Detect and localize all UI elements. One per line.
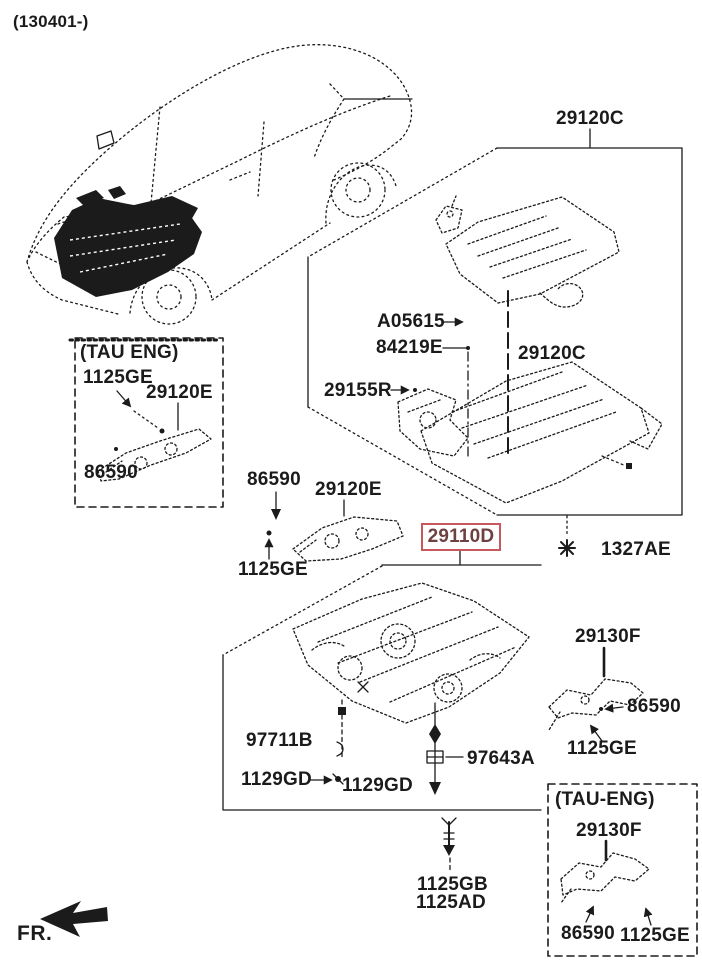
part-label-29120c-top: 29120C: [556, 108, 624, 129]
part-label-1125ge-mid: 1125GE: [238, 559, 308, 580]
part-label-29130f-right: 29130F: [575, 626, 641, 647]
skid-plate-upper: [435, 195, 620, 308]
revision-code: (130401-): [13, 12, 89, 31]
vehicle-illustration: [26, 44, 413, 342]
under-cover-illustration: [292, 582, 530, 724]
side-cover-right: [548, 646, 644, 742]
front-marker-label: FR.: [17, 922, 53, 945]
part-label-84219e: 84219E: [376, 337, 443, 358]
main-cover-box: [222, 550, 542, 811]
part-label-29130f-tau-right: 29130F: [576, 820, 642, 841]
asterisk-icon: [558, 539, 576, 557]
part-label-86590-mid: 86590: [247, 469, 301, 490]
selected-part-callout-29110d[interactable]: 29110D: [421, 523, 501, 551]
part-label-29120e-mid: 29120E: [315, 479, 382, 500]
part-label-97711b: 97711B: [246, 730, 313, 751]
front-direction-arrow-icon: [40, 901, 108, 937]
part-label-1125ge-tau-left: 1125GE: [83, 367, 153, 388]
tau-eng-box-left: [74, 337, 224, 508]
part-label-86590-right: 86590: [627, 696, 681, 717]
side-cover-bracket-mid: [264, 491, 404, 562]
part-label-86590-tau-left: 86590: [84, 462, 138, 483]
tau-eng-box-right: [547, 783, 698, 957]
part-label-1125gb: 1125GB: [417, 874, 488, 895]
part-label-29155r: 29155R: [324, 380, 392, 401]
assembly-box-29120c: [307, 128, 683, 516]
assembly-leader-lines: [390, 290, 568, 537]
part-label-29120e-tau-left: 29120E: [146, 382, 213, 403]
tau-right-title: (TAU-ENG): [555, 789, 655, 810]
tau-left-title: (TAU ENG): [80, 342, 179, 363]
engine-bay-shading: [54, 186, 202, 297]
part-label-1125ad: 1125AD: [416, 892, 486, 913]
part-label-29120c-inner: 29120C: [518, 343, 586, 364]
part-label-1125ge-right: 1125GE: [567, 738, 637, 759]
screw-icon: [441, 817, 457, 874]
part-label-86590-tau-right: 86590: [561, 923, 615, 944]
part-label-a05615: A05615: [377, 311, 445, 332]
skid-plate-lower: [397, 361, 663, 504]
part-label-29110d: 29110D: [427, 526, 495, 547]
part-label-1129gd-left: 1129GD: [241, 769, 312, 790]
cover-fastener-chains: [310, 699, 464, 795]
part-label-97643a: 97643A: [467, 748, 535, 769]
part-label-1129gd-right: 1129GD: [342, 775, 413, 796]
part-label-1327ae: 1327AE: [601, 539, 671, 560]
part-label-1125ge-tau-right: 1125GE: [620, 925, 690, 946]
